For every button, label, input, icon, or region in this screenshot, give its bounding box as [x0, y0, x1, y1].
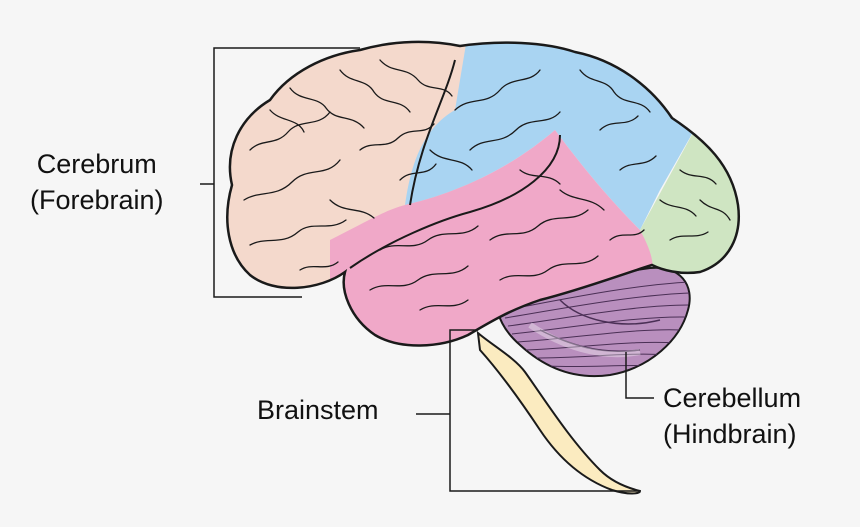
cerebellum-bracket — [625, 352, 654, 399]
cerebrum-bracket — [200, 47, 360, 298]
cerebrum-label-line2: (Forebrain) — [30, 185, 164, 215]
brainstem-label: Brainstem — [257, 392, 379, 428]
cerebellum-label: Cerebellum (Hindbrain) — [663, 380, 801, 452]
brainstem-label-line1: Brainstem — [257, 395, 379, 425]
cerebrum-label-line1: Cerebrum — [36, 149, 157, 179]
cerebellum-label-line1: Cerebellum — [663, 383, 802, 413]
brainstem-bracket — [416, 329, 640, 492]
cerebellum-label-line2: (Hindbrain) — [663, 419, 797, 449]
cerebrum-label: Cerebrum (Forebrain) — [30, 146, 164, 218]
